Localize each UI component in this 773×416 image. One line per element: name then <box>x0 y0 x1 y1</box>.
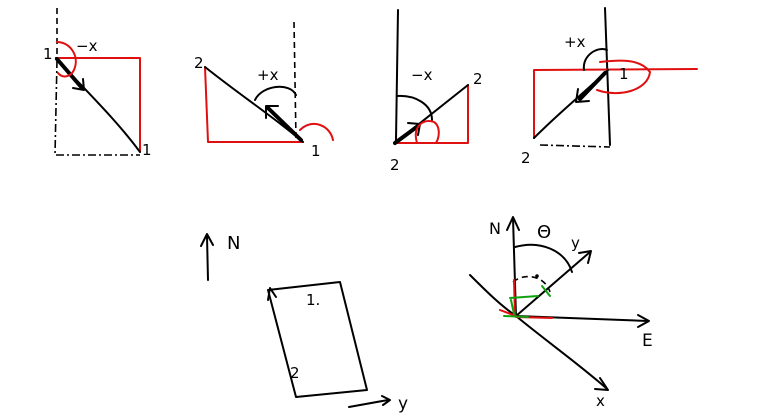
panel-4-angle-label: +x <box>564 33 586 51</box>
panel-2-red-box <box>204 66 304 143</box>
panel-1-frame-guide <box>54 59 140 156</box>
sheet-edge-arrow <box>267 287 277 301</box>
panel-2-arrow-shaft <box>266 106 303 142</box>
sheet-label-1: 1. <box>306 291 320 309</box>
panel-2-line <box>204 66 304 143</box>
panel-3-red-box <box>394 84 469 144</box>
panel-1-arrow-head <box>72 78 85 91</box>
panel-4-angle-arc <box>582 48 608 71</box>
panel-3-north-line <box>395 9 399 141</box>
panel-1: 1 1 −x <box>43 8 152 159</box>
panel-1-arrow-shaft <box>55 57 84 90</box>
sheet-outline <box>267 281 368 398</box>
sheet-edge-curve <box>469 274 517 317</box>
inner-dotted-arc <box>512 275 551 293</box>
sheet: 1. 2 y <box>267 281 408 414</box>
sheet-y-arrow <box>348 395 391 408</box>
panel-2-red-arc <box>299 122 334 141</box>
panel-3-angle-arc <box>396 94 433 121</box>
panel-1-angle-arc <box>56 41 77 78</box>
north-indicator: N <box>200 233 240 281</box>
green-segment-4 <box>510 299 515 315</box>
theta-label: Θ <box>537 222 551 243</box>
red-diagonal-segment <box>499 309 517 317</box>
panel-3-start-label: 2 <box>390 156 400 174</box>
panel-4-red-arc <box>596 59 651 95</box>
north-label: N <box>227 233 240 254</box>
north-axis-head <box>506 216 520 231</box>
panel-4-arrow-head <box>575 88 590 103</box>
panel-2-angle-label: +x <box>257 66 279 84</box>
x-axis <box>515 315 607 389</box>
panel-1-end-label: 1 <box>142 141 152 159</box>
arc-center-dot <box>535 274 539 278</box>
x-axis-label: x <box>596 392 605 410</box>
green-segment-2 <box>509 295 539 299</box>
sheet-label-2: 2 <box>290 364 300 382</box>
panel-4-start-label: 1 <box>619 65 629 83</box>
sheet-y-label: y <box>398 394 408 414</box>
green-segment-1 <box>503 315 529 318</box>
panel-1-angle-label: −x <box>76 37 98 55</box>
panel-2: 2 1 +x <box>194 21 334 160</box>
panel-4-arrow-shaft <box>578 71 607 101</box>
panel-1-red-box <box>55 57 141 153</box>
panel-4-red-box <box>533 68 698 139</box>
y-axis <box>515 251 591 317</box>
panel-1-start-label: 1 <box>43 45 53 63</box>
panel-3-arrow-shaft <box>393 124 420 145</box>
panel-4-frame-guide <box>539 144 611 148</box>
panel-2-end-label: 1 <box>311 142 321 160</box>
east-axis-label: E <box>642 331 653 351</box>
y-axis-label: y <box>571 234 580 252</box>
axes-diagram: N E y x Θ <box>469 216 653 410</box>
green-segment-3 <box>541 285 551 297</box>
panel-3-angle-label: −x <box>411 66 433 84</box>
panel-2-north-guide <box>293 21 297 141</box>
north-arrow-icon <box>200 233 214 281</box>
panel-4: 1 2 +x <box>521 7 698 167</box>
panel-3-red-arc <box>414 120 440 144</box>
panel-4-north-line <box>604 7 611 146</box>
panel-2-start-label: 2 <box>194 54 204 72</box>
y-axis-head <box>578 250 592 264</box>
panel-4-end-label: 2 <box>521 149 531 167</box>
x-axis-head <box>594 377 609 391</box>
panel-3-end-label: 2 <box>473 70 483 88</box>
north-axis-label: N <box>489 219 501 238</box>
panel-2-arrow-head <box>265 105 279 119</box>
theta-arc <box>514 243 573 273</box>
panel-2-angle-arc <box>254 85 297 101</box>
east-axis-head <box>637 314 650 328</box>
panel-3: 2 2 −x <box>390 9 483 174</box>
